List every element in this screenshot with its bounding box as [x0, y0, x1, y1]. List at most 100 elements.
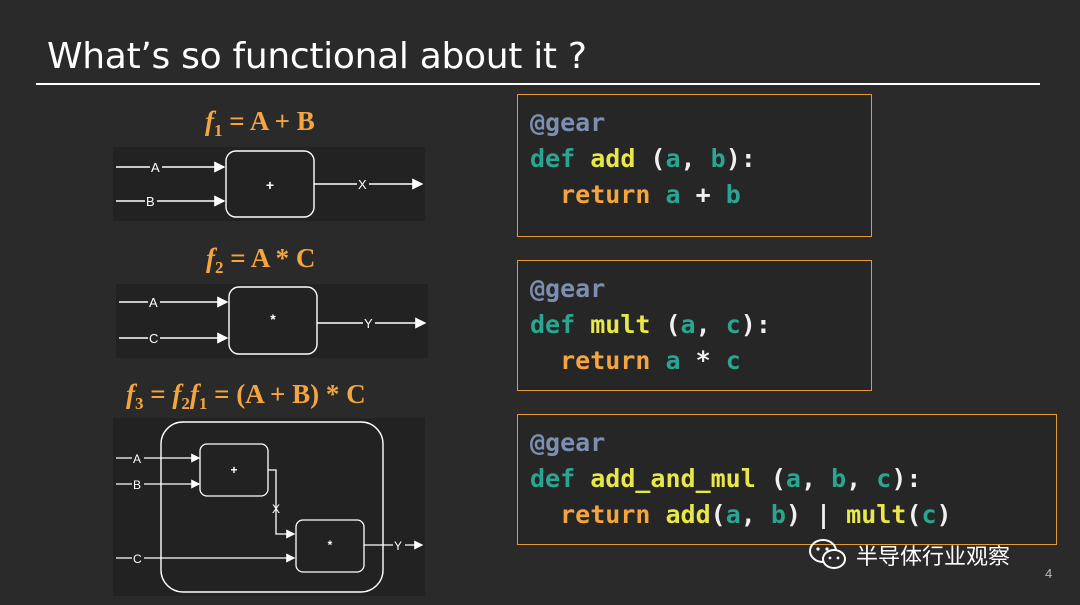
- add-block-diagram: A B + X: [113, 147, 425, 221]
- punct: ,: [680, 144, 711, 173]
- punct: ,: [695, 310, 726, 339]
- param: a: [680, 310, 696, 339]
- inner-mult-operator: *: [328, 538, 333, 552]
- title-divider: [36, 83, 1040, 85]
- punct: ,: [740, 500, 771, 529]
- var: b: [770, 500, 786, 529]
- keyword-return: return: [560, 346, 651, 375]
- label-y: Y: [364, 316, 373, 331]
- punct: ): [936, 500, 952, 529]
- wire-x: [268, 469, 296, 539]
- mult-gear-box: [228, 286, 318, 355]
- watermark: 半导体行业观察: [808, 538, 1010, 572]
- code-block-add-and-mul: @gear def add_and_mul (a, b, c): return …: [517, 414, 1057, 545]
- var: b: [725, 180, 741, 209]
- wechat-icon: [809, 539, 846, 569]
- label-b: B: [133, 478, 141, 492]
- punct: ): [785, 500, 801, 529]
- formula-f3: f3 = f2f1 = (A + B) * C: [126, 379, 366, 414]
- formula-f1-name: f: [205, 106, 214, 136]
- punct: ,: [800, 464, 832, 493]
- param: a: [785, 464, 801, 493]
- formula-f1-sub: 1: [214, 121, 223, 140]
- formula-f3-rhs: = (A + B) * C: [207, 379, 366, 409]
- punct: (: [710, 500, 726, 529]
- label-y: Y: [394, 539, 402, 553]
- operator: +: [680, 180, 726, 209]
- code-line: return a * c: [530, 343, 859, 379]
- code-line: @gear: [530, 271, 859, 307]
- label-c: C: [149, 331, 158, 346]
- inner-add-operator: +: [230, 463, 237, 477]
- punct: (: [635, 144, 666, 173]
- punct: ):: [740, 310, 771, 339]
- add-operator: +: [266, 177, 274, 193]
- formula-f3-name: f: [126, 379, 135, 409]
- formula-f1-rhs: = A + B: [222, 106, 315, 136]
- var: c: [725, 346, 741, 375]
- label-c: C: [133, 552, 142, 566]
- formula-f1: f1 = A + B: [205, 106, 315, 141]
- code-block-add: @gear def add (a, b): return a + b: [517, 94, 872, 237]
- punct: ):: [891, 464, 922, 493]
- punct: (: [650, 310, 681, 339]
- keyword-return: return: [560, 500, 651, 529]
- function-name: add: [590, 144, 636, 173]
- keyword-def: def: [530, 144, 576, 173]
- formula-f3-f2sub: 2: [181, 394, 190, 413]
- formula-f2-sub: 2: [215, 258, 224, 277]
- label-a: A: [133, 452, 141, 466]
- call-add: add: [665, 500, 711, 529]
- punct: (: [755, 464, 786, 493]
- decorator: @gear: [530, 108, 606, 137]
- var: a: [665, 346, 681, 375]
- keyword-return: return: [560, 180, 651, 209]
- punct: ,: [846, 464, 877, 493]
- label-a: A: [149, 295, 158, 310]
- slide-title: What’s so functional about it ?: [47, 36, 587, 77]
- code-line: @gear: [530, 425, 1044, 461]
- code-line: @gear: [530, 105, 859, 141]
- formula-f3-f1sub: 1: [198, 394, 208, 413]
- label-b: B: [146, 194, 155, 209]
- code-line: def add_and_mul (a, b, c):: [530, 461, 1044, 497]
- param: b: [831, 464, 847, 493]
- punct: (: [906, 500, 922, 529]
- code-line: def add (a, b):: [530, 141, 859, 177]
- formula-f2-rhs: = A * C: [223, 243, 316, 273]
- param: a: [665, 144, 681, 173]
- inner-mult-box: [295, 519, 365, 573]
- keyword-def: def: [530, 464, 576, 493]
- var: a: [665, 180, 681, 209]
- formula-f2: f2 = A * C: [206, 243, 315, 278]
- function-name: add_and_mul: [590, 464, 756, 493]
- mult-operator: *: [270, 311, 276, 327]
- label-a: A: [151, 160, 160, 175]
- param: c: [876, 464, 892, 493]
- label-x: X: [358, 177, 367, 192]
- code-line: return add(a, b) | mult(c): [530, 497, 1044, 533]
- pipe-operator: |: [801, 500, 847, 529]
- var: a: [725, 500, 741, 529]
- composed-block-diagram: A B C + X * Y: [113, 418, 425, 596]
- formula-f2-name: f: [206, 243, 215, 273]
- code-block-mult: @gear def mult (a, c): return a * c: [517, 260, 872, 391]
- code-line: def mult (a, c):: [530, 307, 859, 343]
- label-x: X: [272, 502, 280, 516]
- formula-f3-eq: =: [143, 379, 173, 409]
- formula-f3-sub: 3: [135, 394, 144, 413]
- code-line: return a + b: [530, 177, 859, 213]
- composed-outer-box: [160, 421, 384, 593]
- decorator: @gear: [530, 274, 606, 303]
- decorator: @gear: [530, 428, 606, 457]
- param: b: [710, 144, 726, 173]
- operator: *: [680, 346, 726, 375]
- call-mult: mult: [846, 500, 907, 529]
- param: c: [725, 310, 741, 339]
- punct: ):: [725, 144, 756, 173]
- watermark-text: 半导体行业观察: [856, 545, 1011, 570]
- function-name: mult: [590, 310, 651, 339]
- formula-f3-f2: f: [172, 379, 182, 409]
- mult-block-diagram: A C * Y: [116, 284, 428, 358]
- page-number: 4: [1045, 566, 1053, 581]
